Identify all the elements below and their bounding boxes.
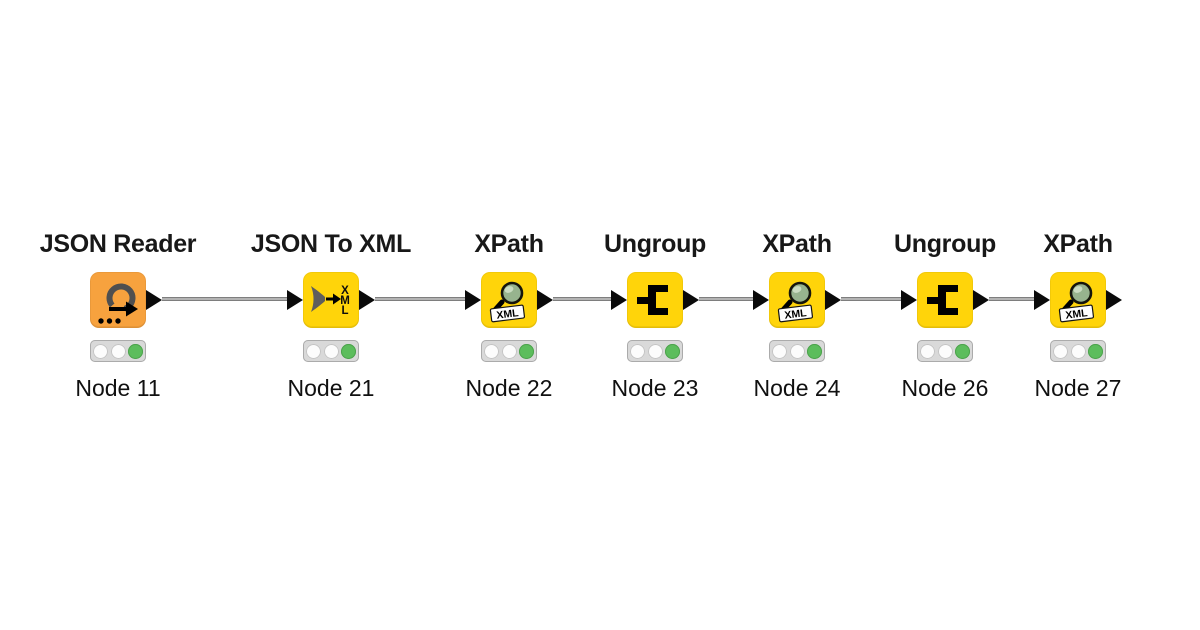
input-port-icon[interactable]	[611, 290, 627, 310]
json-to-xml-icon: X M L	[311, 285, 350, 317]
node-label: Node 24	[753, 375, 841, 401]
status-bulb-middle	[110, 343, 126, 359]
input-port-icon[interactable]	[1034, 290, 1050, 310]
json-reader-icon	[98, 283, 138, 324]
connection-cable[interactable]	[699, 297, 753, 301]
output-port-icon[interactable]	[1106, 290, 1122, 310]
input-port-icon[interactable]	[465, 290, 481, 310]
svg-text:XML: XML	[496, 307, 520, 322]
output-port-icon[interactable]	[973, 290, 989, 310]
status-bulb-left	[306, 343, 321, 359]
status-bulb-right	[341, 343, 356, 359]
svg-text:L: L	[341, 305, 348, 317]
status-traffic-light	[481, 340, 537, 362]
node-icon[interactable]: X M L XML	[1050, 272, 1106, 328]
status-traffic-light	[769, 340, 825, 362]
svg-text:XML: XML	[1065, 307, 1089, 322]
xpath-icon: XML	[777, 281, 814, 323]
status-bulb-middle	[1070, 343, 1086, 359]
status-bulb-left	[630, 343, 645, 359]
output-port-icon[interactable]	[825, 290, 841, 310]
status-bulb-right	[665, 343, 680, 359]
node-label: Node 26	[901, 375, 989, 401]
output-port-icon[interactable]	[683, 290, 699, 310]
connection-cable[interactable]	[375, 297, 465, 301]
node-icon[interactable]: X M L XML	[303, 272, 359, 328]
status-bulb-left	[772, 343, 787, 359]
node-title: XPath	[474, 230, 544, 258]
ungroup-icon	[637, 285, 668, 315]
input-port-icon[interactable]	[901, 290, 917, 310]
node-icon[interactable]: X M L XML	[90, 272, 146, 328]
node-icon[interactable]: X M L XML	[917, 272, 973, 328]
svg-text:XML: XML	[784, 307, 808, 322]
node-label: Node 21	[287, 375, 375, 401]
node-title: JSON To XML	[250, 230, 412, 258]
svg-text:X: X	[341, 285, 349, 297]
status-bulb-middle	[789, 343, 805, 359]
status-bulb-left	[920, 343, 935, 359]
node-title: JSON Reader	[39, 230, 197, 258]
status-bulb-left	[1053, 343, 1068, 359]
node-label: Node 11	[75, 375, 161, 401]
node-label: Node 27	[1034, 375, 1122, 401]
node-title: Ungroup	[893, 230, 997, 258]
status-traffic-light	[90, 340, 146, 362]
ungroup-icon	[927, 285, 958, 315]
node-title: XPath	[762, 230, 832, 258]
node-title: Ungroup	[603, 230, 707, 258]
status-traffic-light	[627, 340, 683, 362]
connection-cable[interactable]	[989, 297, 1034, 301]
status-bulb-left	[484, 343, 499, 359]
node-title: XPath	[1043, 230, 1113, 258]
status-bulb-middle	[501, 343, 517, 359]
status-bulb-left	[93, 343, 108, 359]
status-bulb-right	[1088, 343, 1103, 359]
connection-cable[interactable]	[553, 297, 611, 301]
node-label: Node 23	[611, 375, 699, 401]
connection-cable[interactable]	[841, 297, 901, 301]
node-label: Node 22	[465, 375, 553, 401]
svg-text:M: M	[340, 295, 350, 307]
status-bulb-middle	[323, 343, 339, 359]
input-port-icon[interactable]	[753, 290, 769, 310]
output-port-icon[interactable]	[359, 290, 375, 310]
status-bulb-right	[128, 343, 143, 359]
status-bulb-right	[955, 343, 970, 359]
node-icon[interactable]: X M L XML	[769, 272, 825, 328]
status-bulb-middle	[647, 343, 663, 359]
status-traffic-light	[917, 340, 973, 362]
input-port-icon[interactable]	[287, 290, 303, 310]
status-traffic-light	[303, 340, 359, 362]
output-port-icon[interactable]	[537, 290, 553, 310]
status-traffic-light	[1050, 340, 1106, 362]
output-port-icon[interactable]	[146, 290, 162, 310]
status-bulb-middle	[937, 343, 953, 359]
status-bulb-right	[519, 343, 534, 359]
node-icon[interactable]: X M L XML	[627, 272, 683, 328]
node-icon[interactable]: X M L XML	[481, 272, 537, 328]
xpath-icon: XML	[489, 281, 526, 323]
status-bulb-right	[807, 343, 822, 359]
connection-cable[interactable]	[162, 297, 287, 301]
xpath-icon: XML	[1058, 281, 1095, 323]
